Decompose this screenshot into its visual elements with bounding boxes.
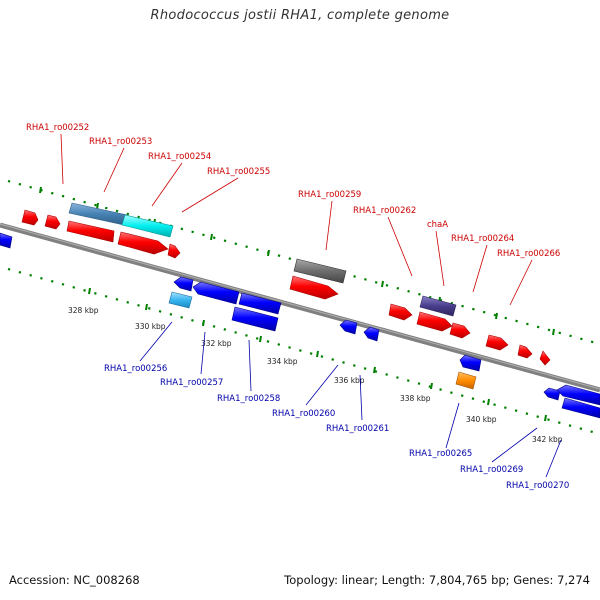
forward-genes bbox=[21, 202, 551, 366]
gene-label-ro00253[interactable]: RHA1_ro00253 bbox=[89, 137, 152, 147]
scale-label: 328 kbp bbox=[68, 306, 99, 315]
gene-ro00253[interactable] bbox=[121, 214, 174, 238]
gene-arrow[interactable] bbox=[449, 322, 471, 339]
scale-label: 338 kbp bbox=[400, 394, 431, 403]
gene-ro00261-arrow[interactable] bbox=[363, 326, 380, 342]
scale-label: 330 kbp bbox=[135, 322, 166, 331]
accession-text: Accession: NC_008268 bbox=[9, 573, 140, 587]
gene-arrow[interactable] bbox=[561, 397, 600, 419]
gene-ro00265[interactable] bbox=[455, 371, 477, 390]
gene-arrow[interactable] bbox=[289, 275, 339, 300]
gene-ro00270-arrow[interactable] bbox=[556, 384, 600, 406]
gene-ro00257-arrow[interactable] bbox=[192, 281, 240, 305]
gene-ro00254-arrow[interactable] bbox=[66, 220, 115, 243]
gene-label-ro00258[interactable]: RHA1_ro00258 bbox=[217, 394, 280, 404]
gene-ro00255-arrow[interactable] bbox=[117, 231, 169, 255]
forward-leader-lines bbox=[60, 133, 533, 306]
gene-label-ro00265[interactable]: RHA1_ro00265 bbox=[409, 449, 472, 459]
gene-label-ro00256[interactable]: RHA1_ro00256 bbox=[104, 364, 167, 374]
scale-label: 336 kbp bbox=[334, 376, 365, 385]
forward-dotted-ruler bbox=[7, 179, 600, 346]
scale-label: 334 kbp bbox=[267, 357, 298, 366]
genome-backbone bbox=[0, 222, 600, 393]
gene-arrow[interactable] bbox=[0, 232, 13, 249]
reverse-leader-lines bbox=[139, 321, 562, 478]
gene-label-ro00259[interactable]: RHA1_ro00259 bbox=[298, 190, 361, 200]
reverse-ruler-ticks bbox=[88, 287, 547, 422]
scale-label: 332 kbp bbox=[201, 339, 232, 348]
gene-ro00256[interactable] bbox=[168, 291, 193, 309]
gene-ro00260-arrow[interactable] bbox=[339, 319, 358, 335]
gene-chaA[interactable] bbox=[419, 295, 457, 317]
gene-label-ro00257[interactable]: RHA1_ro00257 bbox=[160, 378, 223, 388]
gene-label-ro00264[interactable]: RHA1_ro00264 bbox=[451, 234, 514, 244]
gene-label-ro00262[interactable]: RHA1_ro00262 bbox=[353, 206, 416, 216]
gene-arrow[interactable] bbox=[21, 209, 39, 226]
genome-summary-text: Topology: linear; Length: 7,804,765 bp; … bbox=[284, 573, 590, 587]
gene-arrow[interactable] bbox=[485, 334, 509, 351]
scale-label: 342 kbp bbox=[532, 435, 563, 444]
gene-ro00258-arrow[interactable] bbox=[238, 292, 282, 315]
gene-arrow[interactable] bbox=[539, 350, 551, 366]
map-title: Rhodococcus jostii RHA1, complete genome bbox=[150, 8, 450, 23]
gene-ro00259[interactable] bbox=[293, 258, 347, 284]
scale-label: 340 kbp bbox=[466, 415, 497, 424]
gene-arrow[interactable] bbox=[388, 303, 413, 321]
gene-arrow[interactable] bbox=[517, 344, 533, 359]
reverse-dotted-ruler bbox=[7, 267, 600, 436]
gene-label-chaA[interactable]: chaA bbox=[427, 220, 448, 230]
gene-arrow[interactable] bbox=[44, 214, 61, 230]
gene-arrow[interactable] bbox=[173, 276, 194, 292]
gene-label-ro00254[interactable]: RHA1_ro00254 bbox=[148, 152, 211, 162]
gene-arrow[interactable] bbox=[416, 311, 453, 332]
gene-arrow[interactable] bbox=[459, 354, 482, 372]
gene-label-ro00270[interactable]: RHA1_ro00270 bbox=[506, 481, 569, 491]
gene-arrow[interactable] bbox=[167, 243, 181, 259]
gene-label-ro00260[interactable]: RHA1_ro00260 bbox=[272, 409, 335, 419]
gene-label-ro00255[interactable]: RHA1_ro00255 bbox=[207, 167, 270, 177]
gene-label-ro00252[interactable]: RHA1_ro00252 bbox=[26, 123, 89, 133]
reverse-genes bbox=[0, 232, 600, 419]
gene-label-ro00261[interactable]: RHA1_ro00261 bbox=[326, 424, 389, 434]
gene-label-ro00269[interactable]: RHA1_ro00269 bbox=[460, 465, 523, 475]
genome-backbone-highlight bbox=[0, 223, 600, 390]
gene-arrow[interactable] bbox=[231, 306, 279, 332]
gene-label-ro00266[interactable]: RHA1_ro00266 bbox=[497, 249, 560, 259]
